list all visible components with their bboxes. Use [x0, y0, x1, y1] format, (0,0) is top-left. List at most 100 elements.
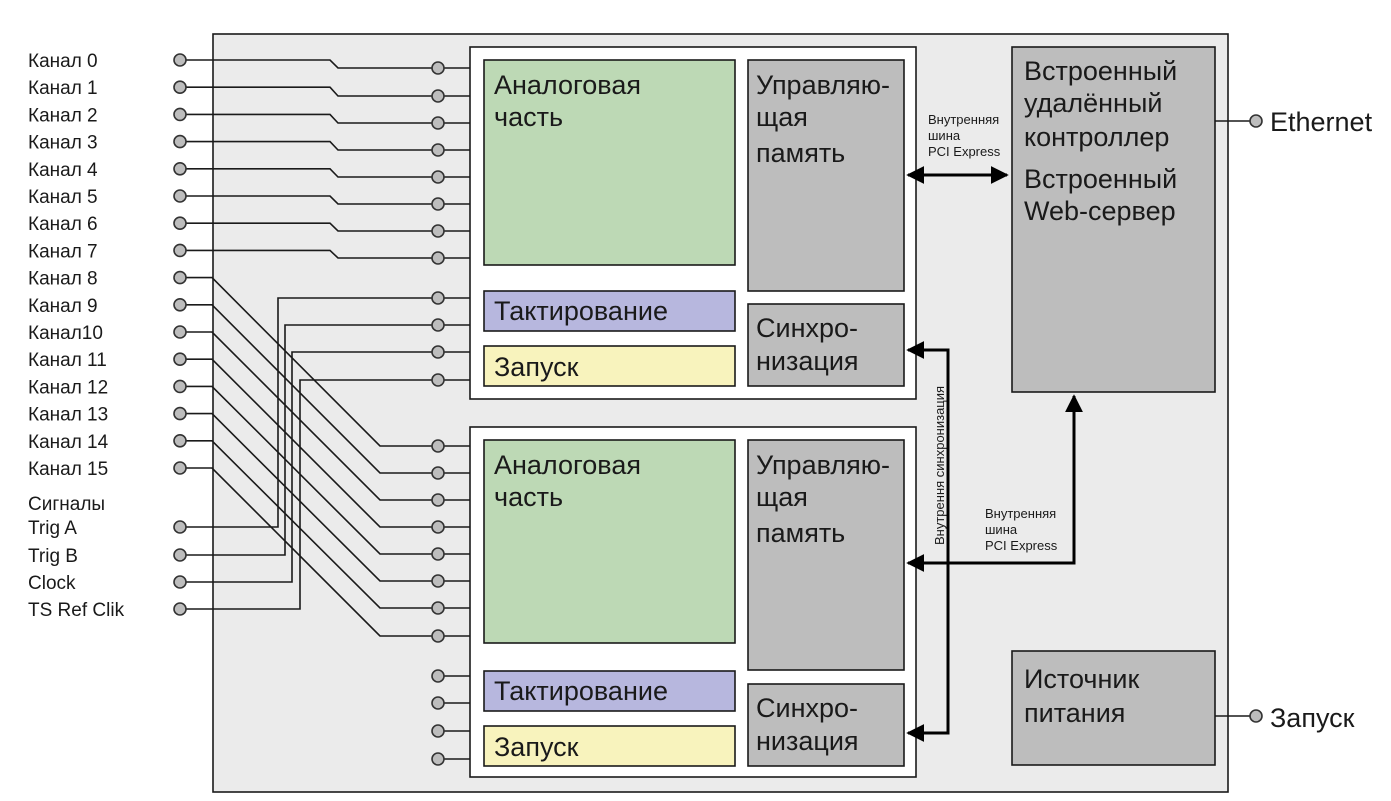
module-1-sync-label-1: Синхро- — [756, 313, 858, 343]
signals-header: Сигналы — [28, 494, 105, 515]
channel-label-9: Канал 9 — [28, 296, 98, 317]
signal-terminal-0 — [173, 520, 187, 534]
channel-wire-8 — [186, 276, 470, 447]
module-2: Аналоговая часть Тактирование Запуск Упр… — [469, 426, 917, 778]
channel-label-5: Канал 5 — [28, 187, 98, 208]
channel-label-11: Канал 11 — [28, 350, 107, 371]
channel-wire-10 — [186, 331, 470, 501]
module-1-input-terminal-11 — [431, 373, 445, 387]
channel-label-12: Канал 12 — [28, 377, 108, 398]
channel-terminal-9 — [173, 297, 187, 312]
channel-wire-15 — [186, 467, 470, 637]
channel-terminal-11 — [173, 352, 187, 367]
module-2-sync-label-2: низация — [756, 726, 859, 756]
bus-bottom-label-3: PCI Express — [985, 538, 1058, 553]
channel-terminal-7 — [173, 243, 187, 258]
module-1-input-terminal-10 — [431, 345, 445, 359]
module-2-input-terminal-2 — [431, 493, 445, 507]
module-2-input-terminal-5 — [431, 574, 445, 588]
channel-terminal-10 — [173, 325, 187, 339]
module-2-clocking-block — [483, 670, 736, 712]
module-1-input-terminal-2 — [431, 116, 445, 130]
channel-label-1: Канал 1 — [28, 78, 98, 99]
power-label-2: питания — [1024, 698, 1125, 728]
module-2-clocking-label: Тактирование — [494, 676, 668, 706]
module-2-memory-label-2: щая — [756, 482, 808, 512]
channel-terminal-5 — [173, 189, 187, 203]
channel-wire-12 — [186, 385, 470, 555]
channel-wire-5 — [186, 195, 470, 205]
bus-top-label-3: PCI Express — [928, 144, 1001, 159]
start-terminal — [1249, 709, 1263, 723]
buses: Внутренняя шина PCI Express Внутренняя ш… — [906, 112, 1083, 742]
channel-wire-0 — [186, 59, 470, 69]
module-2-input-terminal-8 — [431, 669, 445, 683]
channel-terminal-13 — [173, 406, 187, 421]
module-1-input-terminal-3 — [431, 143, 445, 157]
power-supply-block — [1011, 650, 1216, 766]
channel-label-3: Канал 3 — [28, 133, 98, 154]
ethernet-terminal — [1249, 114, 1263, 128]
module-2-sync-block — [747, 683, 905, 767]
module-1-input-terminal-0 — [431, 61, 445, 75]
module-2-input-terminal-9 — [431, 696, 445, 710]
channel-wire-3 — [186, 140, 470, 151]
signal-label-1: Trig B — [28, 546, 78, 567]
module-1-analog-label-1: Аналоговая — [494, 70, 641, 100]
module-1-clocking-block — [483, 290, 736, 332]
signal-terminal-1 — [173, 548, 187, 562]
channel-terminal-8 — [173, 270, 187, 285]
controller-label-3: контроллер — [1024, 122, 1169, 152]
module-2-analog-label-1: Аналоговая — [494, 450, 641, 480]
module-1-memory-block — [747, 59, 905, 292]
channel-terminal-6 — [173, 216, 187, 230]
module-2-memory-label-3: память — [756, 518, 845, 548]
module-2-input-terminal-11 — [431, 752, 445, 766]
module-1-input-terminal-5 — [431, 197, 445, 211]
signal-terminal-3 — [173, 602, 187, 616]
module-1-clocking-label: Тактирование — [494, 296, 668, 326]
start-output-label: Запуск — [1270, 703, 1355, 733]
module-1-input-terminal-1 — [431, 89, 445, 103]
module-2-input-terminal-1 — [431, 466, 445, 480]
channel-label-13: Канал 13 — [28, 405, 108, 426]
wiring — [173, 53, 470, 766]
module-1-input-terminal-7 — [431, 251, 445, 265]
module-2-trigger-block — [483, 725, 736, 767]
pci-bus-bottom-arrow — [906, 394, 1083, 572]
controller-label-4: Встроенный — [1024, 164, 1177, 194]
channel-label-15: Канал 15 — [28, 459, 108, 480]
channel-label-7: Канал 7 — [28, 241, 98, 262]
module-2-input-terminal-6 — [431, 601, 445, 615]
module-1-input-terminal-9 — [431, 318, 445, 332]
channel-wire-13 — [186, 412, 470, 582]
signal-label-2: Clock — [28, 573, 76, 594]
channel-terminal-15 — [173, 461, 187, 475]
module-2-analog-label-2: часть — [494, 482, 563, 512]
signal-wire-1 — [186, 324, 470, 556]
signal-label-3: TS Ref Clik — [28, 600, 125, 621]
channel-label-4: Канал 4 — [28, 160, 98, 181]
module-1: Аналоговая часть Тактирование Запуск Упр… — [469, 46, 917, 400]
channel-terminal-0 — [173, 53, 187, 67]
module-1-memory-label-2: щая — [756, 102, 808, 132]
controller-label-2: удалённый — [1024, 88, 1162, 118]
bus-top-label-1: Внутренняя — [928, 112, 999, 127]
module-1-input-terminal-4 — [431, 170, 445, 184]
module-2-input-terminal-3 — [431, 520, 445, 534]
channel-label-14: Канал 14 — [28, 432, 109, 453]
module-1-trigger-label: Запуск — [494, 352, 579, 382]
channel-terminal-4 — [173, 162, 187, 176]
module-2-sync-label-1: Синхро- — [756, 693, 858, 723]
module-2-memory-label-1: Управляю- — [756, 450, 890, 480]
signal-wire-3 — [186, 379, 470, 610]
module-1-sync-block — [747, 303, 905, 387]
module-2-input-terminal-7 — [431, 629, 445, 643]
module-1-trigger-block — [483, 345, 736, 387]
bus-bottom-label-1: Внутренняя — [985, 506, 1056, 521]
channel-wire-11 — [186, 358, 470, 528]
channel-label-0: Канал 0 — [28, 51, 98, 72]
sync-bus-label: Внутрення синхронизация — [932, 386, 947, 545]
signal-label-0: Trig A — [28, 518, 77, 539]
module-2-input-terminal-4 — [431, 547, 445, 561]
